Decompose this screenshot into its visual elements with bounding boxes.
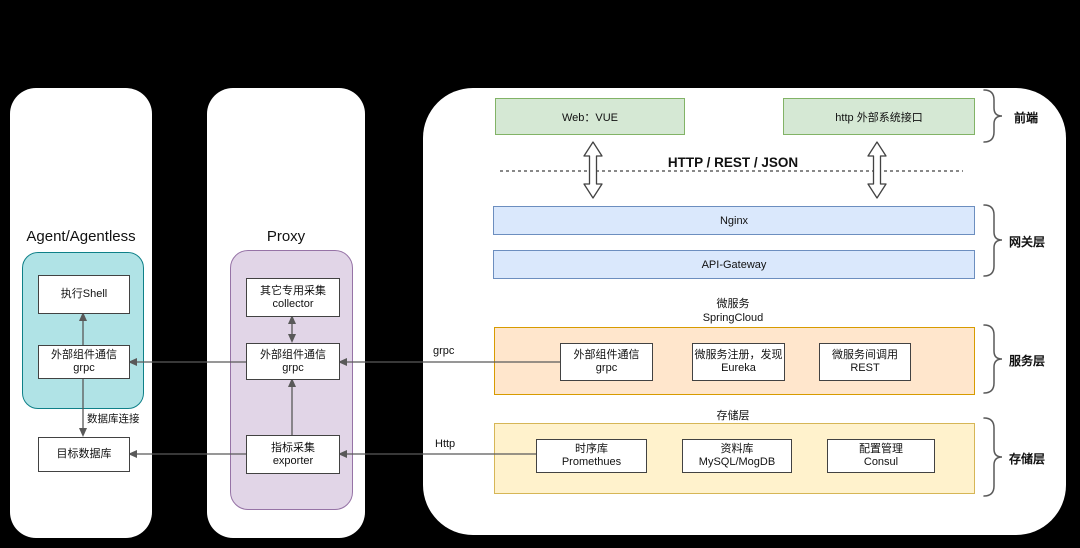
layer-label-storage: 存储层	[1009, 452, 1046, 466]
consul-line1: 配置管理	[859, 443, 903, 455]
proxy-grpc-line2: grpc	[282, 361, 304, 374]
exec-shell-box: 执行Shell	[38, 275, 130, 314]
http-edge-label: Http	[435, 438, 456, 450]
proxy-grpc-line1: 外部组件通信	[260, 348, 326, 361]
layer-label-gateway: 网关层	[1009, 235, 1046, 249]
agent-grpc-line2: grpc	[73, 362, 95, 374]
service-grpc-box: 外部组件通信 grpc	[560, 343, 653, 381]
proxy-grpc-box: 外部组件通信 grpc	[246, 343, 340, 380]
protocol-label: HTTP / REST / JSON	[667, 155, 799, 170]
consul-line2: Consul	[863, 456, 899, 468]
microservice-caption-line2: SpringCloud	[702, 312, 764, 324]
layer-label-service: 服务层	[1009, 354, 1046, 368]
proxy-panel-title: Proxy	[266, 228, 306, 245]
eureka-line1: 微服务注册，发现	[694, 349, 783, 361]
eureka-line2: Eureka	[721, 362, 756, 374]
exporter-box: 指标采集 exporter	[246, 435, 340, 474]
agent-panel-title: Agent/Agentless	[26, 228, 136, 245]
http-external-api-box: http 外部系统接口	[783, 98, 975, 135]
prometheus-line1: 时序库	[575, 443, 608, 455]
api-gateway-bar: API-Gateway	[493, 250, 975, 279]
rest-box: 微服务间调用 REST	[819, 343, 911, 381]
prometheus-line2: Promethues	[561, 456, 622, 468]
service-grpc-line1: 外部组件通信	[573, 349, 640, 361]
http-external-api-label: http 外部系统接口	[835, 111, 923, 124]
web-vue-box: Web：VUE	[495, 98, 685, 135]
exporter-line2: exporter	[272, 454, 314, 467]
collector-box: 其它专用采集 collector	[246, 278, 340, 317]
storage-caption: 存储层	[716, 410, 750, 422]
nginx-bar: Nginx	[493, 206, 975, 235]
db-link-edge-label: 数据库连接	[87, 413, 140, 425]
web-vue-label: Web：VUE	[561, 111, 619, 124]
microservice-caption: 微服务 SpringCloud	[633, 297, 833, 325]
nginx-label: Nginx	[719, 214, 749, 227]
rest-line1: 微服务间调用	[832, 349, 898, 361]
exporter-line1: 指标采集	[271, 441, 315, 454]
mysql-box: 资料库 MySQL/MogDB	[682, 439, 792, 473]
collector-line2: collector	[272, 297, 314, 310]
layer-label-frontend: 前端	[1014, 111, 1039, 125]
prometheus-box: 时序库 Promethues	[536, 439, 647, 473]
api-gateway-label: API-Gateway	[701, 258, 767, 271]
microservice-caption-line1: 微服务	[716, 298, 750, 310]
target-db-box: 目标数据库	[38, 437, 130, 472]
rest-line2: REST	[850, 362, 880, 374]
mysql-line1: 资料库	[720, 443, 754, 455]
grpc-edge-label: grpc	[433, 345, 455, 357]
consul-box: 配置管理 Consul	[827, 439, 935, 473]
agent-grpc-box: 外部组件通信 grpc	[38, 345, 130, 379]
target-db-label: 目标数据库	[56, 448, 112, 460]
agent-grpc-line1: 外部组件通信	[51, 349, 117, 361]
exec-shell-label: 执行Shell	[60, 288, 108, 300]
eureka-box: 微服务注册，发现 Eureka	[692, 343, 785, 381]
service-grpc-line2: grpc	[595, 362, 618, 374]
mysql-line2: MySQL/MogDB	[698, 456, 776, 468]
collector-line1: 其它专用采集	[260, 284, 326, 297]
